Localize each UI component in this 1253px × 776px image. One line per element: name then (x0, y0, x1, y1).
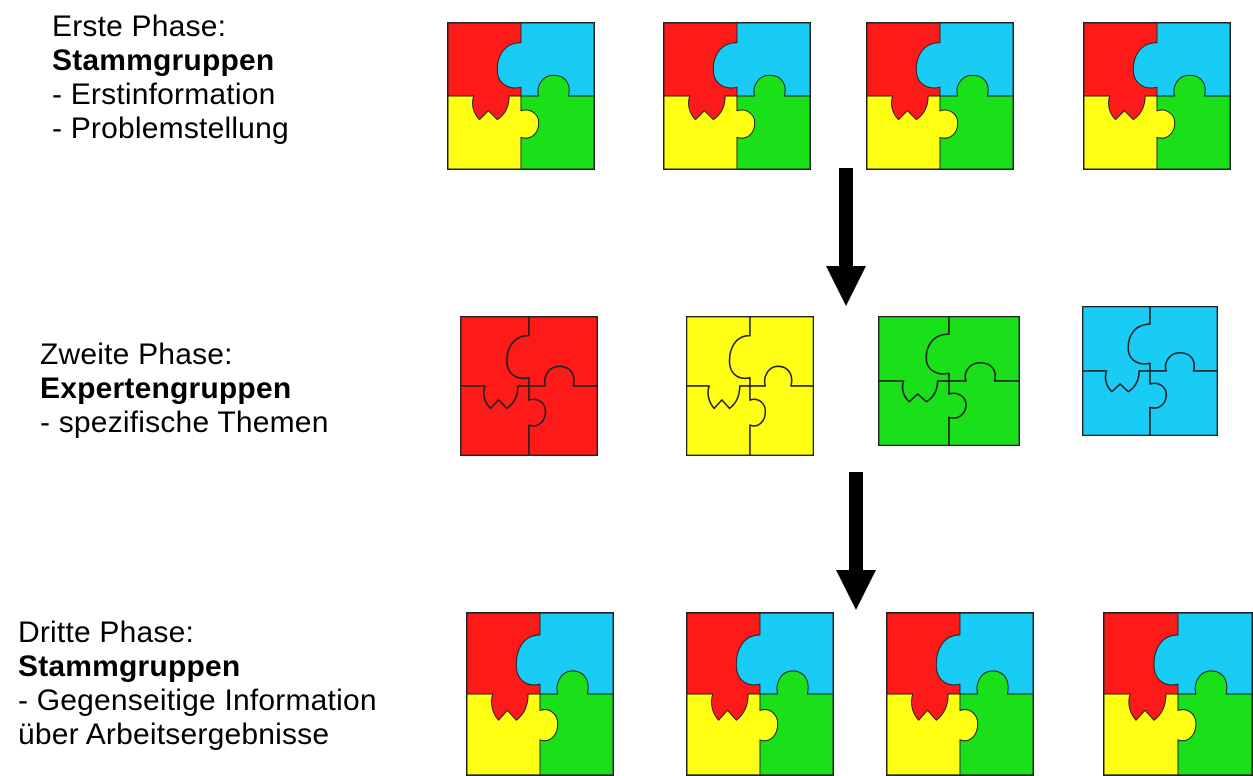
phase-2-group: Expertengruppen (40, 372, 292, 405)
puzzle-piece (1149, 352, 1218, 436)
phase-3-line-1: - Gegenseitige Information (18, 684, 377, 717)
phase-3-group: Stammgruppen (18, 650, 241, 683)
puzzle-piece (759, 670, 834, 776)
puzzle-icon (878, 316, 1020, 446)
arrow-down-icon (836, 472, 876, 610)
puzzle-piece (939, 74, 1014, 170)
puzzle-icon (886, 612, 1034, 776)
arrow-down-icon (826, 168, 866, 306)
puzzle-piece (1156, 74, 1231, 170)
puzzle-icon (866, 22, 1014, 170)
puzzle-piece (948, 362, 1020, 446)
puzzle-icon (1103, 612, 1253, 776)
puzzle-icon (686, 612, 834, 776)
puzzle-icon (460, 316, 598, 456)
phase-2-line-1: - spezifische Themen (40, 406, 329, 439)
phase-1-group: Stammgruppen (52, 44, 275, 77)
puzzle-icon (1083, 22, 1231, 170)
puzzle-piece (749, 365, 814, 456)
phase-1-label: Erste Phase: Stammgruppen - Erstinformat… (52, 10, 289, 146)
puzzle-piece (736, 74, 811, 170)
puzzle-piece (520, 74, 595, 170)
puzzle-piece (1177, 670, 1253, 776)
puzzle-piece (528, 365, 598, 456)
puzzle-icon (663, 22, 811, 170)
phase-2-label: Zweite Phase: Expertengruppen - spezifis… (40, 338, 329, 440)
puzzle-icon (466, 612, 614, 776)
puzzle-icon (1082, 306, 1218, 436)
phase-2-heading: Zweite Phase: (40, 338, 233, 371)
puzzle-icon (686, 316, 814, 456)
phase-3-label: Dritte Phase: Stammgruppen - Gegenseitig… (18, 616, 377, 752)
phase-1-line-2: - Problemstellung (52, 112, 289, 145)
puzzle-piece (959, 670, 1034, 776)
phase-1-line-1: - Erstinformation (52, 78, 276, 111)
phase-1-heading: Erste Phase: (52, 10, 227, 43)
phase-3-line-2: über Arbeitsergebnisse (18, 718, 330, 751)
phase-3-heading: Dritte Phase: (18, 616, 195, 649)
puzzle-icon (447, 22, 595, 170)
puzzle-piece (539, 670, 614, 776)
